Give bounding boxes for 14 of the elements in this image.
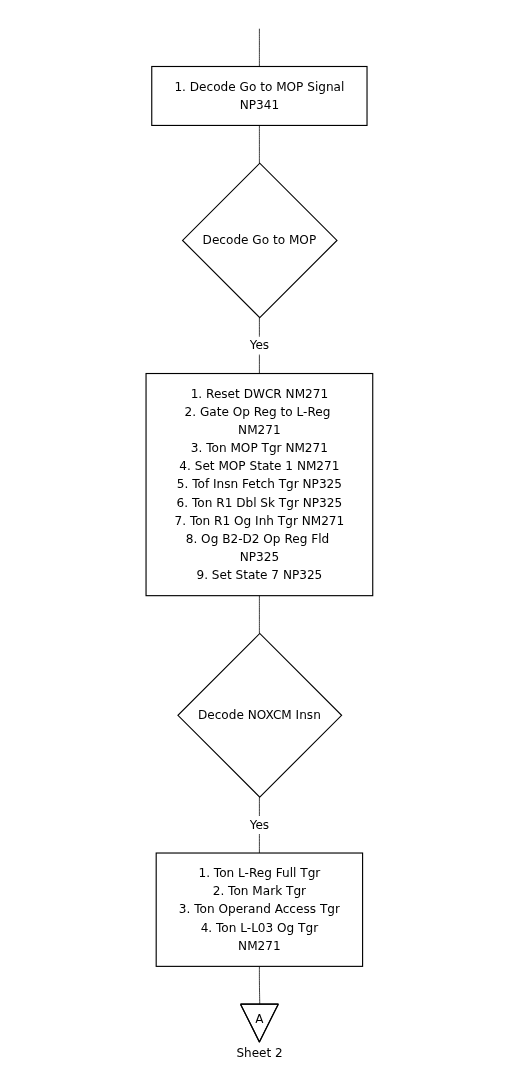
sheet-reference: Sheet 2 xyxy=(236,1045,283,1060)
connector xyxy=(259,966,261,1005)
connector xyxy=(259,317,260,374)
node-box: 1. Reset DWCR NM271 2. Gate Op Reg to L-Reg NM271 3. Ton MOP Tgr NM271 4. Set MOP State 1 NM271 5. Tof Insn Fetch Tgr NP325 6. Ton R1 Dbl Sk Tgr NP325 7. Ton R1 Og Inh Tgr NM271 8. Og B2-D2 Op Reg Fld NP325 9. Set State 7 NP325 xyxy=(145,372,374,597)
connector xyxy=(259,125,260,164)
connector xyxy=(259,796,260,854)
node-diamond: Decode Go to MOP xyxy=(181,162,338,319)
connector xyxy=(259,28,260,67)
edge-label: Yes xyxy=(249,817,270,832)
connector xyxy=(259,595,260,634)
node-box: 1. Ton L-Reg Full Tgr 2. Ton Mark Tgr 3. Ton Operand Access Tgr 4. Ton L-L03 Og Tgr NM271 xyxy=(155,852,364,967)
node-diamond: Decode NOXCM Insn xyxy=(177,632,343,798)
node-box: 1. Decode Go to MOP Signal NP341 xyxy=(151,65,368,126)
edge-label: Yes xyxy=(249,338,270,353)
